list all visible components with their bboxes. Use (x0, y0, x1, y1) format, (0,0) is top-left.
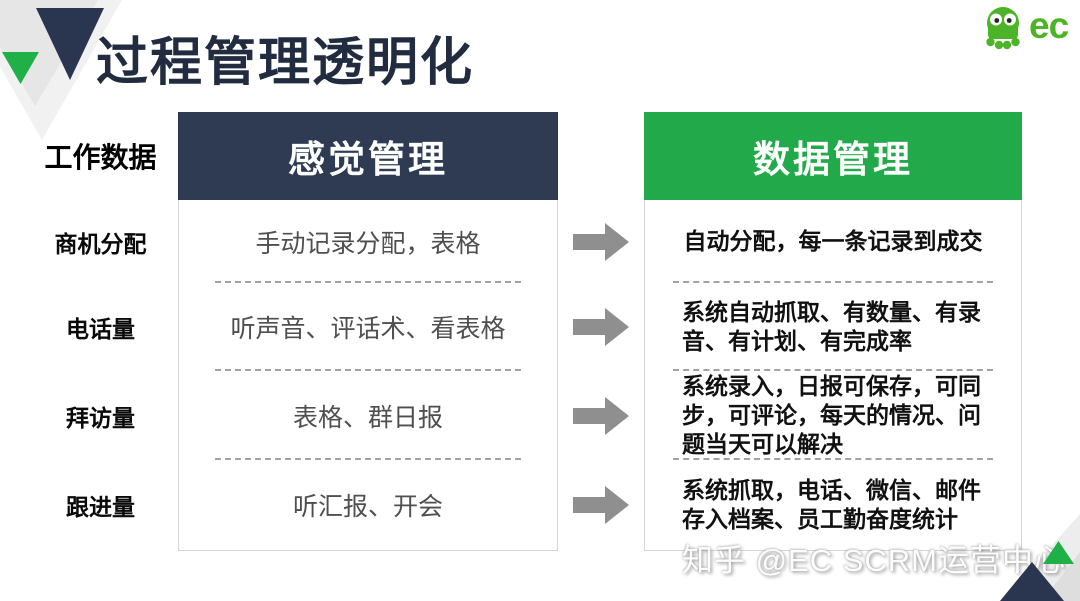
data-cell-1: 自动分配，每一条记录到成交 (645, 200, 1021, 283)
data-text-4: 系统抓取，电话、微信、邮件存入档案、员工勤奋度统计 (682, 477, 981, 532)
feeling-body: 手动记录分配，表格 听声音、评话术、看表格 表格、群日报 听汇报、开会 (178, 200, 558, 551)
arrow-cell (558, 283, 644, 371)
feeling-cell-2: 听声音、评话术、看表格 (179, 283, 557, 371)
arrow-right-icon (573, 396, 629, 435)
feeling-cell-3: 表格、群日报 (179, 371, 557, 460)
data-header: 数据管理 (644, 112, 1022, 200)
dashed-divider (215, 281, 521, 283)
row-label-4: 跟进量 (66, 494, 135, 520)
page-title: 过程管理透明化 (96, 34, 475, 92)
data-cell-2: 系统自动抓取、有数量、有录音、有计划、有完成率 (645, 283, 1021, 371)
data-cell-4: 系统抓取，电话、微信、邮件存入档案、员工勤奋度统计 (645, 460, 1021, 550)
row-label-3: 拜访量 (66, 404, 135, 431)
ec-logo: ec (980, 4, 1069, 53)
feeling-cell-4: 听汇报、开会 (179, 460, 557, 550)
arrow-right-icon (573, 308, 629, 346)
row-labels-column: 工作数据 商机分配 电话量 拜访量 跟进量 (28, 112, 173, 550)
row-label-2: 电话量 (66, 316, 135, 342)
data-cell-3: 系统录入，日报可保存，可同步，可评论，每天的情况、问题当天可以解决 (645, 371, 1021, 460)
watermark: 知乎 @EC SCRM运营中心 (681, 543, 1066, 578)
feeling-column: 感觉管理 手动记录分配，表格 听声音、评话术、看表格 表格、群日报 听汇报、开会 (178, 112, 558, 551)
data-column: 数据管理 自动分配，每一条记录到成交 系统自动抓取、有数量、有录音、有计划、有完… (644, 112, 1022, 551)
logo-text: ec (1029, 4, 1069, 46)
feeling-text-1: 手动记录分配，表格 (255, 229, 481, 258)
arrow-cell (558, 460, 644, 550)
arrow-right-icon (573, 222, 629, 261)
dashed-divider (215, 458, 521, 460)
feeling-text-2: 听声音、评话术、看表格 (230, 315, 506, 343)
dashed-divider (215, 369, 521, 371)
arrows-column (558, 200, 644, 550)
data-text-3: 系统录入，日报可保存，可同步，可评论，每天的情况、问题当天可以解决 (682, 373, 981, 457)
feeling-text-4: 听汇报、开会 (292, 493, 443, 521)
feeling-cell-1: 手动记录分配，表格 (179, 200, 557, 283)
data-text-2: 系统自动抓取、有数量、有录音、有计划、有完成率 (682, 299, 981, 354)
data-text-1: 自动分配，每一条记录到成交 (683, 228, 983, 255)
octopus-icon (986, 7, 1020, 50)
arrow-right-icon (573, 486, 629, 524)
arrow-cell (558, 371, 644, 460)
arrow-cell (558, 200, 644, 283)
row-label-1: 商机分配 (54, 230, 147, 257)
dashed-divider (673, 281, 993, 283)
data-body: 自动分配，每一条记录到成交 系统自动抓取、有数量、有录音、有计划、有完成率 系统… (644, 200, 1022, 551)
feeling-text-3: 表格、群日报 (292, 403, 443, 432)
dashed-divider (673, 458, 993, 460)
corner-label: 工作数据 (44, 142, 157, 173)
dashed-divider (673, 369, 993, 371)
feeling-header: 感觉管理 (178, 112, 558, 200)
